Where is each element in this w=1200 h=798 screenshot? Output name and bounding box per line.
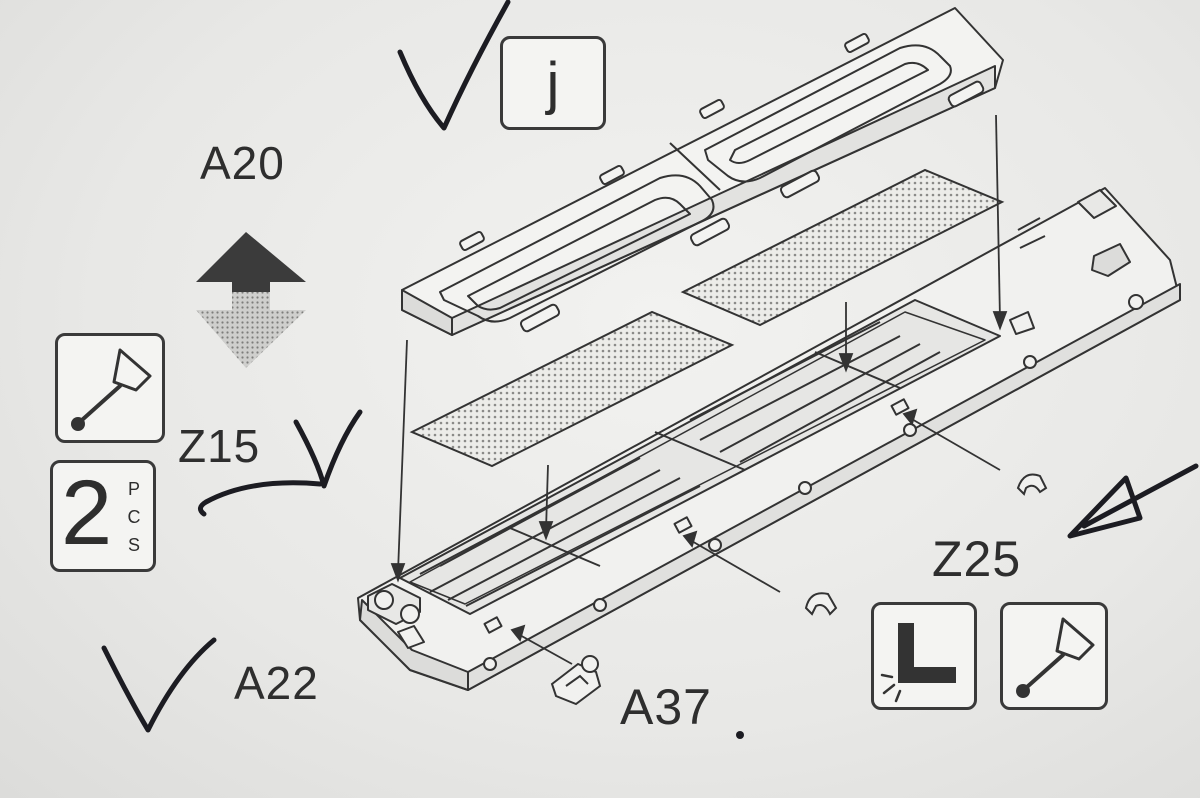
assembly-arrows xyxy=(390,114,1008,665)
pcs-count-box: 2 PCS xyxy=(50,460,156,572)
instruction-j-box: j xyxy=(500,36,606,130)
clip-part-z25-2 xyxy=(804,592,838,616)
double-arrow-up-down-icon xyxy=(196,232,306,368)
lid-part xyxy=(401,7,1004,336)
glue-bottle-icon xyxy=(55,333,165,443)
pcs-unit: PCS xyxy=(127,479,141,555)
part-a37 xyxy=(550,655,602,706)
mesh-screen-right xyxy=(680,168,1005,327)
pcs-count: 2 xyxy=(61,462,113,564)
clip-part-z25-1 xyxy=(1016,473,1048,496)
label-a22: A22 xyxy=(234,657,319,709)
checkmark-z15 xyxy=(293,409,363,489)
pen-stroke-z15 xyxy=(198,480,323,517)
bend-angle-icon xyxy=(871,602,977,710)
label-a37: A37 xyxy=(620,679,712,735)
label-z15: Z15 xyxy=(178,420,261,472)
chassis-part xyxy=(357,187,1181,691)
mesh-screen-left xyxy=(409,310,735,468)
checkmark-j xyxy=(397,0,511,131)
checkmark-a22 xyxy=(101,637,217,733)
pen-dot xyxy=(736,731,744,739)
instruction-j-text: j xyxy=(546,50,560,116)
glue-bottle-icon xyxy=(1000,602,1108,710)
handwritten-marks xyxy=(101,0,1199,733)
label-a20: A20 xyxy=(200,137,285,189)
pen-mark-z25 xyxy=(1067,463,1199,539)
label-z25: Z25 xyxy=(932,531,1022,587)
